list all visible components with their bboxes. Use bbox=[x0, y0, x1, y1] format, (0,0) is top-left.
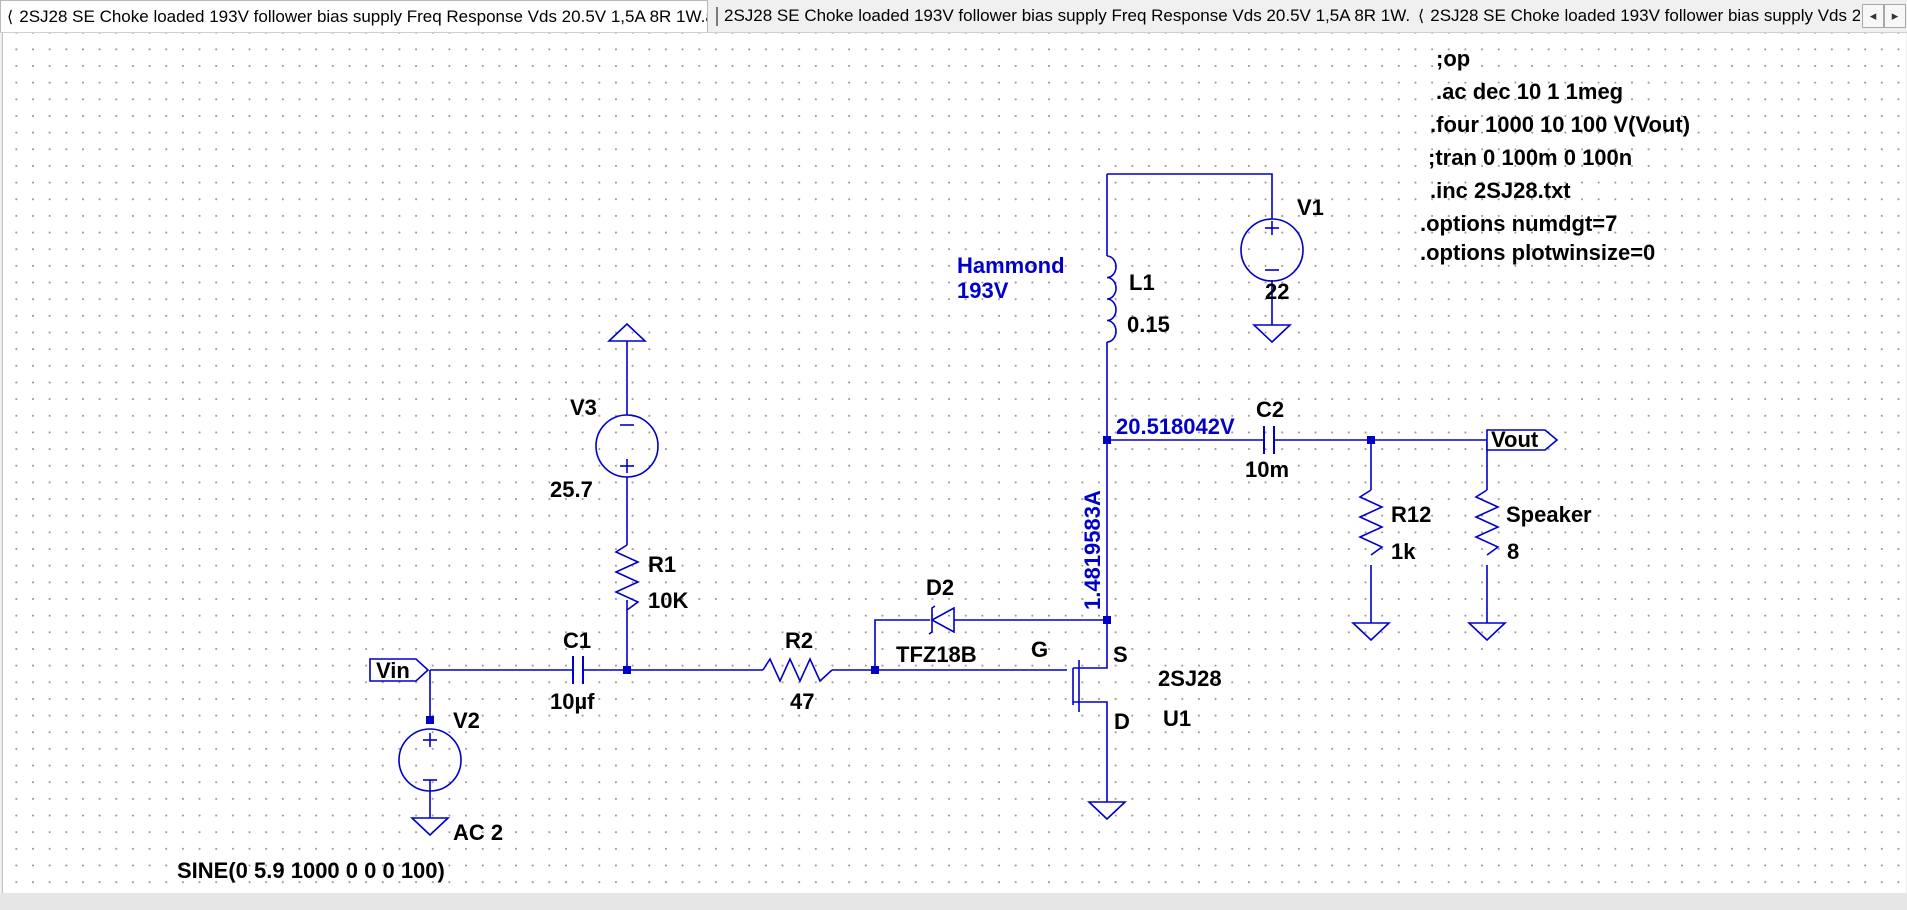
spice-directive[interactable]: .ac dec 10 1 1meg bbox=[1436, 79, 1623, 104]
ground-icon bbox=[409, 817, 451, 837]
component-value[interactable]: 0.15 bbox=[1127, 312, 1170, 337]
chevron-right-icon: ▸ bbox=[1891, 8, 1899, 23]
chevron-left-icon: ◂ bbox=[1869, 8, 1877, 23]
waveform-icon bbox=[716, 6, 718, 26]
component-name[interactable]: U1 bbox=[1163, 706, 1191, 731]
wire-mosfet-drain[interactable] bbox=[1073, 701, 1108, 802]
component-name[interactable]: V1 bbox=[1297, 195, 1324, 220]
tab-scroll-right-button[interactable]: ▸ bbox=[1884, 4, 1906, 28]
capacitor-c1[interactable] bbox=[572, 656, 584, 684]
tab-waveform-raw[interactable]: 2SJ28 SE Choke loaded 193V follower bias… bbox=[710, 0, 1410, 32]
component-name[interactable]: L1 bbox=[1129, 270, 1155, 295]
spice-directive[interactable]: ;op bbox=[1436, 46, 1470, 71]
capacitor-c2[interactable] bbox=[1263, 426, 1275, 454]
resistor-r12[interactable] bbox=[1358, 489, 1384, 556]
tab-schematic-vds[interactable]: ⟨ 2SJ28 SE Choke loaded 193V follower bi… bbox=[1412, 0, 1860, 32]
schematic-icon: ⟨ bbox=[1418, 8, 1425, 25]
component-value[interactable]: 8 bbox=[1507, 539, 1519, 564]
component-name[interactable]: D2 bbox=[926, 575, 954, 600]
ground-icon bbox=[1466, 622, 1508, 642]
spice-directive[interactable]: .options numdgt=7 bbox=[1420, 211, 1617, 236]
wire-diode-anode[interactable] bbox=[874, 619, 930, 670]
inductor-l1[interactable] bbox=[1106, 255, 1117, 343]
branch-current-readout: 1.4819583A bbox=[1080, 490, 1105, 610]
component-value[interactable]: 10K bbox=[648, 588, 688, 613]
component-value[interactable]: 1k bbox=[1391, 539, 1416, 564]
component-name[interactable]: R12 bbox=[1391, 502, 1431, 527]
tab-scroll-left-button[interactable]: ◂ bbox=[1862, 4, 1884, 28]
junction-dot bbox=[1103, 616, 1111, 624]
component-name[interactable]: V2 bbox=[453, 708, 480, 733]
zener-diode-d2[interactable] bbox=[928, 605, 955, 635]
component-name[interactable]: V3 bbox=[570, 395, 597, 420]
junction-dot bbox=[623, 666, 631, 674]
net-flag-vin[interactable] bbox=[369, 658, 430, 682]
net-label-vin[interactable]: Vin bbox=[376, 658, 410, 683]
component-value[interactable]: 22 bbox=[1265, 279, 1289, 304]
ground-icon bbox=[1350, 622, 1392, 642]
resistor-r1[interactable] bbox=[614, 544, 640, 611]
pin-label-source: S bbox=[1113, 642, 1128, 667]
spice-directive[interactable]: .four 1000 10 100 V(Vout) bbox=[1430, 112, 1690, 137]
junction-dot bbox=[426, 716, 434, 724]
component-value[interactable]: SINE(0 5.9 1000 0 0 0 100) bbox=[177, 858, 445, 883]
ground-icon bbox=[1086, 801, 1128, 821]
ground-icon bbox=[1251, 324, 1293, 344]
junction-dot bbox=[1103, 436, 1111, 444]
status-strip bbox=[0, 893, 1907, 910]
net-flag-vout[interactable] bbox=[1486, 429, 1559, 451]
document-tab-bar: ⟨ 2SJ28 SE Choke loaded 193V follower bi… bbox=[0, 0, 1907, 33]
wire-mosfet-source[interactable] bbox=[1073, 620, 1108, 669]
tab-label: 2SJ28 SE Choke loaded 193V follower bias… bbox=[19, 6, 708, 26]
component-name[interactable]: R1 bbox=[648, 552, 676, 577]
component-value[interactable]: 10µf bbox=[550, 689, 595, 714]
tab-label: 2SJ28 SE Choke loaded 193V follower bias… bbox=[1430, 6, 1860, 25]
tab-schematic-freq-response[interactable]: ⟨ 2SJ28 SE Choke loaded 193V follower bi… bbox=[0, 0, 708, 32]
junction-dot bbox=[1367, 436, 1375, 444]
schematic-canvas[interactable] bbox=[2, 33, 1906, 893]
voltage-source-v3[interactable] bbox=[595, 414, 659, 478]
pin-label-drain: D bbox=[1114, 709, 1130, 734]
spice-directive[interactable]: ;tran 0 100m 0 100n bbox=[1428, 145, 1632, 170]
junction-dot bbox=[871, 666, 879, 674]
pin-label-gate: G bbox=[1031, 637, 1048, 662]
component-name[interactable]: C2 bbox=[1256, 397, 1284, 422]
comment-text[interactable]: Hammond bbox=[957, 253, 1065, 278]
node-voltage-readout: 20.518042V bbox=[1116, 414, 1235, 439]
wire-v1-top[interactable] bbox=[1107, 173, 1273, 219]
net-label-vout[interactable]: Vout bbox=[1491, 427, 1539, 452]
schematic-icon: ⟨ bbox=[7, 8, 14, 26]
component-value[interactable]: 47 bbox=[790, 689, 814, 714]
component-value[interactable]: TFZ18B bbox=[896, 642, 977, 667]
supply-arrow-icon bbox=[606, 322, 648, 342]
voltage-source-v1[interactable] bbox=[1240, 218, 1304, 282]
tab-label: 2SJ28 SE Choke loaded 193V follower bias… bbox=[724, 6, 1410, 25]
spice-directive[interactable]: .inc 2SJ28.txt bbox=[1430, 178, 1571, 203]
resistor-speaker[interactable] bbox=[1474, 489, 1500, 556]
resistor-r2[interactable] bbox=[762, 657, 833, 683]
component-value[interactable]: 2SJ28 bbox=[1158, 666, 1222, 691]
component-name[interactable]: Speaker bbox=[1506, 502, 1592, 527]
component-value[interactable]: 25.7 bbox=[550, 477, 593, 502]
component-value[interactable]: AC 2 bbox=[453, 820, 503, 845]
component-name[interactable]: C1 bbox=[563, 628, 591, 653]
component-name[interactable]: R2 bbox=[785, 628, 813, 653]
comment-text[interactable]: 193V bbox=[957, 278, 1009, 303]
component-value[interactable]: 10m bbox=[1245, 457, 1289, 482]
voltage-source-v2[interactable] bbox=[398, 728, 462, 792]
spice-directive[interactable]: .options plotwinsize=0 bbox=[1420, 240, 1655, 265]
